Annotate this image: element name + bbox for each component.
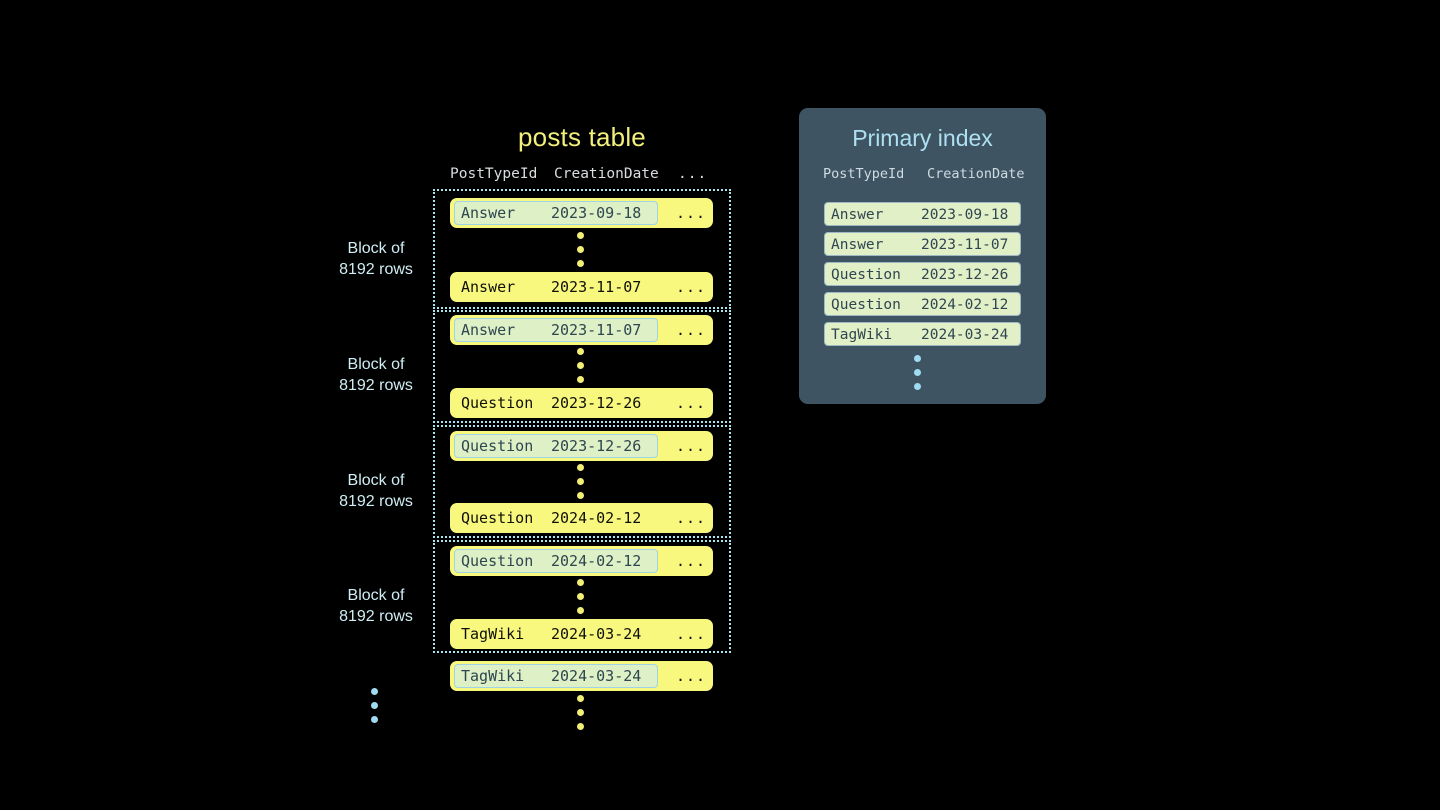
cell-creationdate: 2023-09-18	[921, 207, 1009, 223]
table-ellipsis-icon	[577, 695, 586, 737]
table-row: Answer 2023-11-07 ...	[450, 272, 713, 302]
cell-posttypeid: Answer	[831, 237, 884, 253]
cell-more: ...	[676, 204, 707, 222]
cell-creationdate: 2023-11-07	[921, 237, 1009, 253]
table-row: Question 2023-12-26 ...	[450, 388, 713, 418]
row-ellipsis-icon	[577, 348, 586, 390]
table-row: TagWiki 2024-03-24 ...	[450, 661, 713, 691]
index-row: Answer 2023-09-18	[824, 202, 1021, 226]
row-ellipsis-icon	[577, 232, 586, 274]
cell-posttypeid: Answer	[461, 204, 516, 222]
posts-table-title: posts table	[518, 122, 646, 152]
cell-creationdate: 2023-09-18	[551, 204, 642, 222]
cell-more: ...	[676, 321, 707, 339]
cell-more: ...	[676, 437, 707, 455]
block-3-label-line2: 8192 rows	[339, 493, 413, 510]
table-row: Answer 2023-11-07 ...	[450, 315, 713, 345]
block-3	[433, 425, 731, 538]
column-header-creationdate: CreationDate	[554, 166, 659, 182]
index-row: TagWiki 2024-03-24	[824, 322, 1021, 346]
index-column-header-posttypeid: PostTypeId	[823, 166, 905, 182]
table-row: TagWiki 2024-03-24 ...	[450, 619, 713, 649]
cell-posttypeid: Question	[831, 297, 901, 313]
column-header-more: ...	[678, 166, 708, 182]
primary-index-title: Primary index	[852, 125, 993, 151]
cell-posttypeid: Question	[461, 552, 534, 570]
block-3-label: Block of 8192 rows	[311, 470, 441, 512]
cell-posttypeid: TagWiki	[461, 625, 525, 643]
row-highlight-box	[454, 664, 658, 688]
row-highlight-box	[454, 549, 658, 573]
cell-posttypeid: Question	[831, 267, 901, 283]
row-highlight-box	[454, 434, 658, 458]
cell-creationdate: 2024-03-24	[921, 327, 1009, 343]
block-3-label-line1: Block of	[347, 472, 405, 489]
block-2-label-line2: 8192 rows	[339, 377, 413, 394]
block-1-label: Block of 8192 rows	[311, 238, 441, 280]
cell-more: ...	[676, 278, 707, 296]
block-1	[433, 189, 731, 309]
cell-posttypeid: Question	[461, 509, 534, 527]
row-highlight-box	[454, 201, 658, 225]
cell-creationdate: 2024-02-12	[921, 297, 1009, 313]
cell-creationdate: 2024-02-12	[551, 552, 642, 570]
index-row: Answer 2023-11-07	[824, 232, 1021, 256]
block-4-label-line1: Block of	[347, 587, 405, 604]
cell-posttypeid: TagWiki	[831, 327, 893, 343]
row-highlight-box	[454, 318, 658, 342]
cell-more: ...	[676, 509, 707, 527]
cell-posttypeid: Question	[461, 437, 534, 455]
row-ellipsis-icon	[577, 464, 586, 506]
table-row: Question 2024-02-12 ...	[450, 546, 713, 576]
cell-creationdate: 2023-11-07	[551, 321, 642, 339]
table-row: Question 2023-12-26 ...	[450, 431, 713, 461]
block-4-label-line2: 8192 rows	[339, 608, 413, 625]
cell-more: ...	[676, 394, 707, 412]
cell-more: ...	[676, 667, 707, 685]
table-row: Question 2024-02-12 ...	[450, 503, 713, 533]
cell-creationdate: 2023-12-26	[921, 267, 1009, 283]
index-ellipsis-icon	[914, 355, 923, 397]
table-row: Answer 2023-09-18 ...	[450, 198, 713, 228]
block-2-label: Block of 8192 rows	[311, 354, 441, 396]
cell-creationdate: 2023-11-07	[551, 278, 642, 296]
block-2-label-line1: Block of	[347, 356, 405, 373]
blocks-ellipsis-icon	[371, 688, 380, 730]
column-header-posttypeid: PostTypeId	[450, 166, 538, 182]
cell-creationdate: 2024-03-24	[551, 667, 642, 685]
block-2	[433, 310, 731, 423]
primary-index-panel: Primary index PostTypeId CreationDate An…	[799, 108, 1046, 404]
row-ellipsis-icon	[577, 579, 586, 621]
index-row: Question 2024-02-12	[824, 292, 1021, 316]
cell-creationdate: 2024-02-12	[551, 509, 642, 527]
block-1-label-line1: Block of	[347, 240, 405, 257]
block-4-label: Block of 8192 rows	[311, 585, 441, 627]
cell-creationdate: 2023-12-26	[551, 437, 642, 455]
block-1-label-line2: 8192 rows	[339, 261, 413, 278]
cell-more: ...	[676, 552, 707, 570]
cell-posttypeid: Answer	[461, 321, 516, 339]
cell-creationdate: 2023-12-26	[551, 394, 642, 412]
index-row: Question 2023-12-26	[824, 262, 1021, 286]
cell-posttypeid: Answer	[831, 207, 884, 223]
cell-posttypeid: Question	[461, 394, 534, 412]
cell-posttypeid: TagWiki	[461, 667, 525, 685]
cell-creationdate: 2024-03-24	[551, 625, 642, 643]
index-column-header-creationdate: CreationDate	[927, 166, 1025, 182]
block-4	[433, 540, 731, 653]
posts-table-column-headers: PostTypeId CreationDate ...	[450, 166, 718, 186]
cell-more: ...	[676, 625, 707, 643]
cell-posttypeid: Answer	[461, 278, 516, 296]
primary-index-column-headers: PostTypeId CreationDate	[823, 166, 1028, 184]
